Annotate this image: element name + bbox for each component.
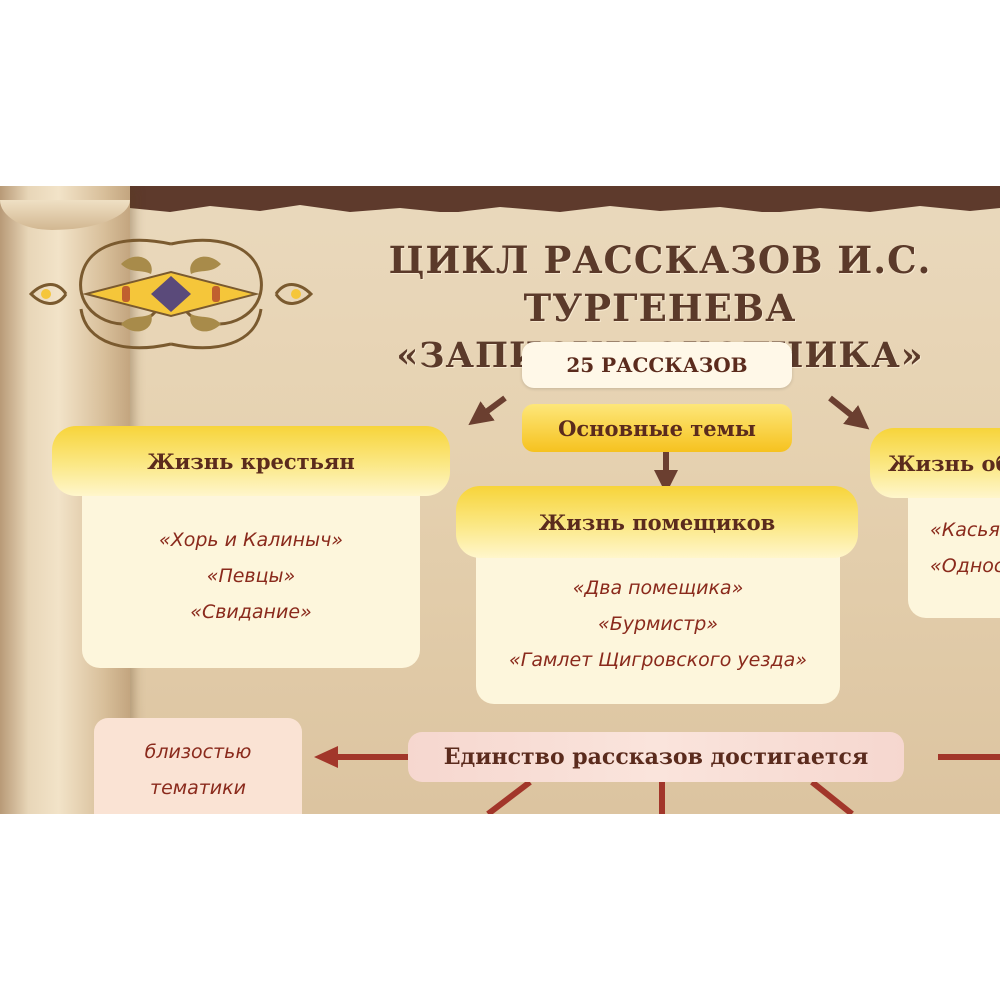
story-item: «Бурмистр»	[597, 613, 719, 635]
arrow-to-peasants	[468, 395, 507, 426]
title-line-1: ЦИКЛ РАССКАЗОВ И.С. ТУРГЕНЕВА	[388, 238, 932, 330]
topic-heading-landowners: Жизнь помещиков	[456, 486, 858, 558]
story-item: «Хорь и Калиныч»	[158, 529, 344, 551]
story-item: «Однос	[930, 555, 1000, 577]
torn-paper-edge	[0, 205, 1000, 230]
unity-item-line: тематики	[150, 777, 246, 799]
topic-card-peasants	[82, 474, 420, 668]
topic-stories-peasants: «Хорь и Калиныч» «Певцы» «Свидание»	[82, 522, 420, 630]
topic-stories-third: «Касья «Однос	[930, 512, 1000, 584]
story-item: «Гамлет Щигровского уезда»	[509, 649, 807, 671]
topic-card-third	[908, 474, 1000, 618]
topic-stories-landowners: «Два помещика» «Бурмистр» «Гамлет Щигров…	[476, 570, 840, 678]
story-item: «Касья	[930, 519, 1000, 541]
unity-item-text: близостью тематики	[94, 734, 302, 806]
main-themes-label: Основные темы	[522, 404, 792, 452]
scroll-poster: ЦИКЛ РАССКАЗОВ И.С. ТУРГЕНЕВА «ЗАПИСКИ О…	[0, 186, 1000, 814]
story-item: «Певцы»	[206, 565, 296, 587]
story-count-label: 25 РАССКАЗОВ	[522, 342, 792, 388]
story-item: «Свидание»	[190, 601, 312, 623]
ornament-icon	[28, 238, 314, 350]
unity-item-line: близостью	[144, 741, 252, 763]
connector-arrows	[314, 395, 1000, 814]
unity-label: Единство рассказов достигается	[408, 732, 904, 782]
topic-card-landowners	[476, 534, 840, 704]
unity-item-card	[94, 718, 302, 814]
arrow-to-thematic-head	[314, 746, 338, 768]
topic-heading-peasants: Жизнь крестьян	[52, 426, 450, 496]
topic-heading-third: Жизнь об	[870, 428, 1000, 498]
story-item: «Два помещика»	[572, 577, 744, 599]
arrow-to-third-topic	[828, 395, 870, 430]
line-down-right	[810, 779, 854, 814]
line-down-left	[486, 779, 532, 814]
